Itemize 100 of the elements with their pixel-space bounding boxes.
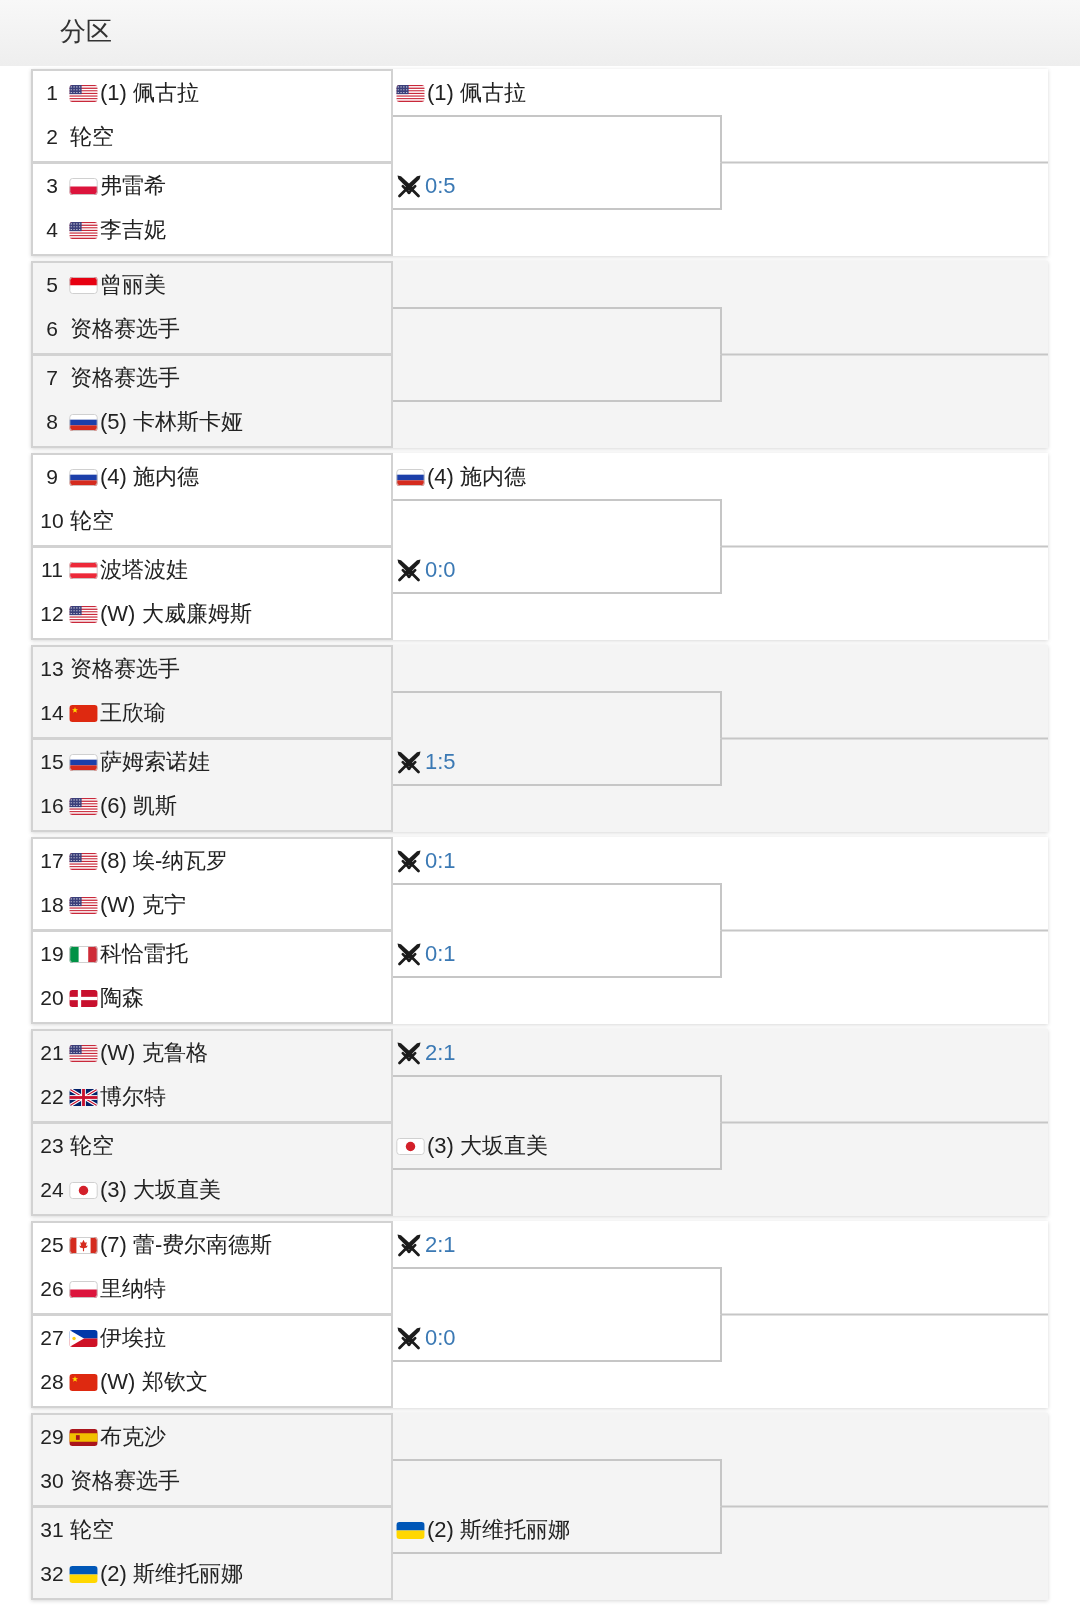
draw-position: 25 bbox=[40, 1233, 64, 1256]
player-name: 资格赛选手 bbox=[70, 1468, 180, 1494]
section-title: 分区 bbox=[60, 15, 112, 47]
draw-position: 1 bbox=[46, 81, 58, 104]
draw-position: 27 bbox=[40, 1326, 64, 1349]
player-name: 波塔波娃 bbox=[100, 557, 188, 583]
match-score: 0:1 bbox=[425, 848, 456, 874]
match-box bbox=[31, 1506, 393, 1600]
draw-position: 13 bbox=[40, 657, 64, 680]
bracket-line bbox=[392, 161, 722, 210]
match-box bbox=[31, 1413, 393, 1507]
section-band bbox=[31, 261, 1048, 448]
bracket-line bbox=[392, 499, 722, 548]
match-box bbox=[31, 453, 393, 547]
player-name: (W) 郑钦文 bbox=[100, 1369, 208, 1395]
match-score: 2:1 bbox=[425, 1040, 456, 1066]
draw-position: 16 bbox=[40, 794, 64, 817]
player-name: (W) 克宁 bbox=[100, 892, 186, 918]
match-score: 1:5 bbox=[425, 749, 456, 775]
section-band bbox=[31, 453, 1048, 640]
match-score: 0:0 bbox=[425, 1325, 456, 1351]
bracket-line bbox=[392, 1505, 722, 1554]
player-name: 轮空 bbox=[70, 508, 114, 534]
draw-position: 22 bbox=[40, 1085, 64, 1108]
player-name: 萨姆索诺娃 bbox=[100, 749, 210, 775]
match-box bbox=[31, 930, 393, 1024]
draw-position: 5 bbox=[46, 273, 58, 296]
draw-position: 19 bbox=[40, 942, 64, 965]
player-name: 轮空 bbox=[70, 1133, 114, 1159]
draw-position: 30 bbox=[40, 1469, 64, 1492]
player-name: 王欣瑜 bbox=[100, 700, 166, 726]
draw-position: 9 bbox=[46, 465, 58, 488]
draw-position: 8 bbox=[46, 410, 58, 433]
draw-position: 26 bbox=[40, 1277, 64, 1300]
match-box bbox=[31, 1314, 393, 1408]
bracket-line bbox=[392, 1459, 722, 1508]
player-name: (5) 卡林斯卡娅 bbox=[100, 409, 243, 435]
bracket-line bbox=[392, 1267, 722, 1316]
bracket-line bbox=[720, 545, 1048, 548]
section-band bbox=[31, 1413, 1048, 1600]
bracket-line bbox=[392, 1075, 722, 1124]
bracket-line bbox=[392, 929, 722, 978]
draw-position: 29 bbox=[40, 1425, 64, 1448]
bracket-line bbox=[392, 1121, 722, 1170]
player-name: 伊埃拉 bbox=[100, 1325, 166, 1351]
bracket-line bbox=[392, 115, 722, 164]
draw-position: 28 bbox=[40, 1370, 64, 1393]
player-name: 弗雷希 bbox=[100, 173, 166, 199]
player-name: 轮空 bbox=[70, 1517, 114, 1543]
match-box bbox=[31, 261, 393, 355]
bracket-line bbox=[392, 1313, 722, 1362]
player-name: (1) 佩古拉 bbox=[427, 80, 526, 106]
section-band bbox=[31, 645, 1048, 832]
player-name: (W) 克鲁格 bbox=[100, 1040, 208, 1066]
draw-position: 24 bbox=[40, 1178, 64, 1201]
match-score: 2:1 bbox=[425, 1232, 456, 1258]
bracket-line bbox=[720, 929, 1048, 932]
bracket-line bbox=[720, 1121, 1048, 1124]
match-box bbox=[31, 645, 393, 739]
player-name: 资格赛选手 bbox=[70, 316, 180, 342]
player-name: (7) 蕾-费尔南德斯 bbox=[100, 1232, 273, 1258]
draw-position: 20 bbox=[40, 986, 64, 1009]
match-box bbox=[31, 1029, 393, 1123]
player-name: (2) 斯维托丽娜 bbox=[427, 1517, 570, 1543]
draw-position: 32 bbox=[40, 1562, 64, 1585]
player-name: (3) 大坂直美 bbox=[427, 1133, 548, 1159]
player-name: 陶森 bbox=[100, 985, 144, 1011]
player-name: 资格赛选手 bbox=[70, 365, 180, 391]
draw-position: 23 bbox=[40, 1134, 64, 1157]
draw-position: 18 bbox=[40, 893, 64, 916]
draw-position: 17 bbox=[40, 849, 64, 872]
section-band bbox=[31, 1221, 1048, 1408]
bracket-line bbox=[392, 307, 722, 356]
match-box bbox=[31, 354, 393, 448]
bracket-line bbox=[720, 1313, 1048, 1316]
player-name: (4) 施内德 bbox=[100, 464, 199, 490]
bracket-line bbox=[392, 353, 722, 402]
player-name: 李吉妮 bbox=[100, 217, 166, 243]
player-name: 曾丽美 bbox=[100, 272, 166, 298]
player-name: 布克沙 bbox=[100, 1424, 166, 1450]
bracket-line bbox=[720, 1505, 1048, 1508]
draw-position: 2 bbox=[46, 125, 58, 148]
match-box bbox=[31, 546, 393, 640]
player-name: 科恰雷托 bbox=[100, 941, 188, 967]
draw-position: 4 bbox=[46, 218, 58, 241]
match-box bbox=[31, 837, 393, 931]
draw-position: 12 bbox=[40, 602, 64, 625]
match-box bbox=[31, 1122, 393, 1216]
section-band bbox=[31, 1029, 1048, 1216]
draw-position: 31 bbox=[40, 1518, 64, 1541]
player-name: (3) 大坂直美 bbox=[100, 1177, 221, 1203]
draw-position: 10 bbox=[40, 509, 64, 532]
player-name: 博尔特 bbox=[100, 1084, 166, 1110]
match-score: 0:1 bbox=[425, 941, 456, 967]
draw-position: 11 bbox=[41, 558, 63, 581]
match-box bbox=[31, 738, 393, 832]
draw-position: 15 bbox=[40, 750, 64, 773]
player-name: (2) 斯维托丽娜 bbox=[100, 1561, 243, 1587]
draw-position: 7 bbox=[46, 366, 58, 389]
bracket-line bbox=[392, 737, 722, 786]
